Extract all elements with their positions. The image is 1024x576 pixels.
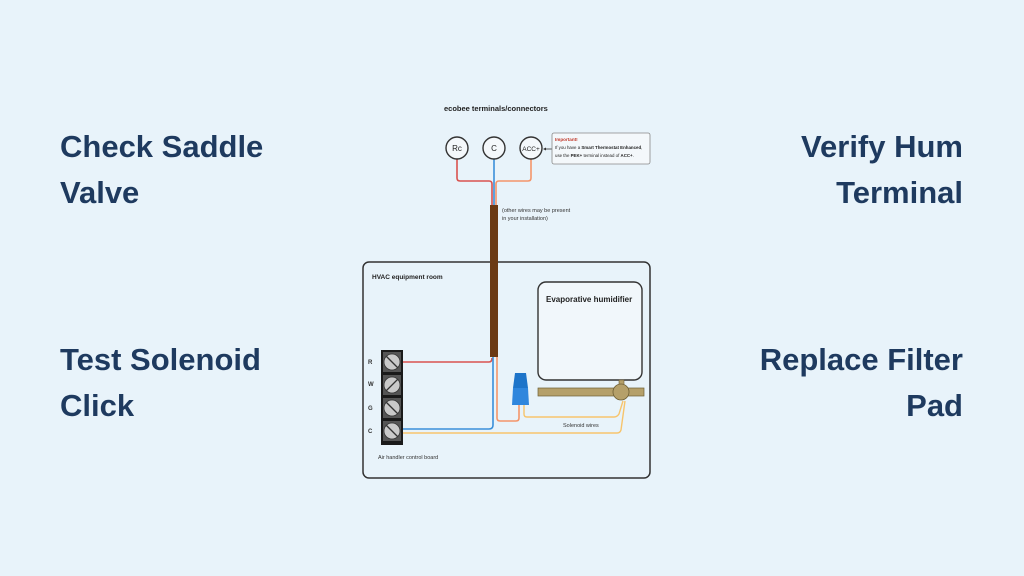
tip-line: Replace Filter [759,342,963,377]
tip-verify-hum-terminal: Verify Hum Terminal [723,124,963,216]
board-terminal-c: C [368,429,373,435]
terminal-label: Rc [452,144,462,153]
important-note: Important! If you have a Smart Thermosta… [551,132,651,165]
tip-line: Check Saddle [60,129,264,164]
terminal-c: C [482,136,506,160]
note-heading: Important! [555,137,578,142]
diagram-title: ecobee terminals/connectors [444,104,548,113]
terminal-rc: Rc [445,136,469,160]
note-line-1: If you have a Smart Thermostat Enhanced, [555,145,642,150]
humidifier-box [537,281,643,381]
tip-line: Terminal [836,175,963,210]
rc-wire [456,159,493,206]
control-board-terminal-block [381,350,403,445]
board-label: Air handler control board [378,455,438,461]
cable-note-line-2: in your installation) [502,216,548,222]
humidifier-label: Evaporative humidifier [546,295,632,304]
terminal-screw-icon [383,375,401,395]
solenoid-wire-1 [523,400,624,418]
board-terminal-r: R [368,360,373,366]
terminal-screw-icon [383,352,401,372]
solenoid-wire-2 [402,400,626,434]
water-pipe-valve [537,379,645,401]
note-line-2: use the PEK+ terminal instead of ACC+. [555,153,634,158]
solenoid-valve-icon [612,383,630,401]
tip-line: Pad [906,388,963,423]
tip-line: Click [60,388,135,423]
tip-line: Verify Hum [801,129,963,164]
tip-test-solenoid-click: Test Solenoid Click [60,337,320,429]
wire-nut-icon [512,373,529,405]
tip-check-saddle-valve: Check Saddle Valve [60,124,320,216]
terminal-label: C [491,144,497,153]
arrow-head-icon [543,147,546,151]
hvac-room-label: HVAC equipment room [372,274,443,281]
terminal-screw-icon [383,398,401,418]
board-terminal-w: W [368,382,374,388]
r-wire [402,357,493,363]
terminal-label: ACC+ [522,146,540,153]
tip-line: Valve [60,175,140,210]
board-terminal-g: G [368,406,373,412]
terminal-acc: ACC+ [519,136,543,160]
terminal-screw-icon [383,421,401,441]
solenoid-label: Solenoid wires [563,423,599,429]
tip-replace-filter-pad: Replace Filter Pad [723,337,963,429]
thermostat-cable [490,205,498,357]
c-board-wire [402,357,494,430]
tip-line: Test Solenoid [60,342,261,377]
acc-board-wire [496,357,520,422]
cable-note-line-1: (other wires may be present [502,208,571,214]
acc-wire [495,159,532,206]
